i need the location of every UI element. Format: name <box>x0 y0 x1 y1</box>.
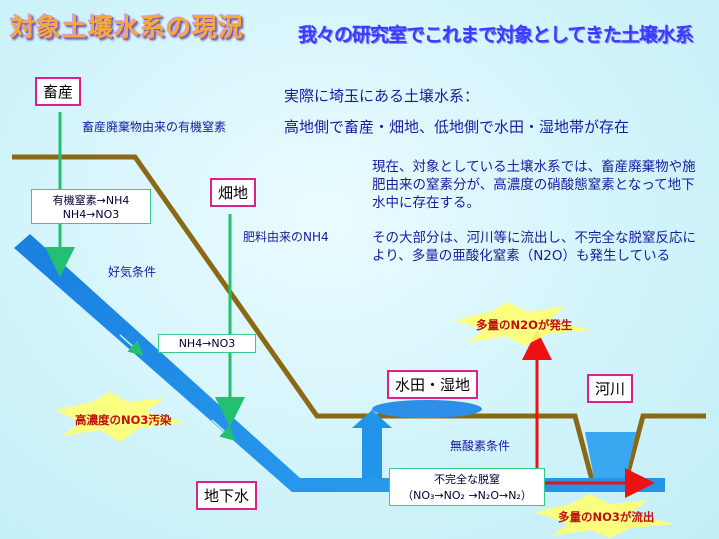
organic-nitrogen-line-1: 有機窒素→NH4 <box>52 194 130 207</box>
high-no3-pollution-label: 高濃度のNO3汚染 <box>75 413 172 427</box>
description-paragraph-2: その大部分は、河川等に流出し、不完全な脱窒反応により、多量の亜酸化窒素（N2O）… <box>372 230 696 264</box>
denitrification-box: 不完全な脱窒 （NO₃→NO₂ →N₂O→N₂） <box>389 468 545 506</box>
livestock-label: 畜産 <box>35 77 82 106</box>
water-rise-to-paddy <box>352 410 392 478</box>
organic-nitrogen-line-2: NH4→NO3 <box>62 208 120 221</box>
fertilizer-source-label: 肥料由来のNH4 <box>243 230 329 244</box>
description-paragraph-1: 現在、対象としている土壌水系では、畜産廃棄物や施肥由来の窒素分が、高濃度の硝酸態… <box>372 159 696 211</box>
flow-arrow-1 <box>119 334 144 356</box>
paddy-water <box>372 400 482 418</box>
nitrification-box: NH4→NO3 <box>158 334 256 353</box>
no3-outflow-label: 多量のNO3が流出 <box>558 510 655 524</box>
organic-nitrogen-box: 有機窒素→NH4 NH4→NO3 <box>31 189 151 224</box>
page-subtitle: 我々の研究室でこれまで対象としてきた土壌水系 <box>298 24 694 46</box>
intro-line-2: 高地側で畜産・畑地、低地側で水田・湿地帯が存在 <box>284 118 630 136</box>
ground-surface-line <box>12 154 706 483</box>
denitrification-line-2: （NO₃→NO₂ →N₂O→N₂） <box>402 489 532 502</box>
groundwater-label: 地下水 <box>196 481 258 510</box>
intro-line-1: 実際に埼玉にある土壌水系： <box>284 87 480 105</box>
aerobic-condition-label: 好気条件 <box>108 265 157 279</box>
groundwater-to-river <box>540 478 665 492</box>
burst-no3-outflow <box>535 494 676 538</box>
anoxic-condition-label: 無酸素条件 <box>450 439 511 453</box>
denitrification-line-1: 不完全な脱窒 <box>434 473 500 486</box>
n2o-release-label: 多量のN2Oが発生 <box>476 318 573 332</box>
river-label: 河川 <box>587 374 634 403</box>
field-label: 畑地 <box>210 178 257 207</box>
livestock-source-label: 畜産廃棄物由来の有機窒素 <box>82 120 227 134</box>
river-water <box>585 432 636 478</box>
paddy-wetland-label: 水田・湿地 <box>387 370 479 399</box>
burst-n2o <box>455 302 592 346</box>
page-title: 対象土壌水系の現況 <box>10 13 245 42</box>
burst-high-no3 <box>55 392 185 442</box>
